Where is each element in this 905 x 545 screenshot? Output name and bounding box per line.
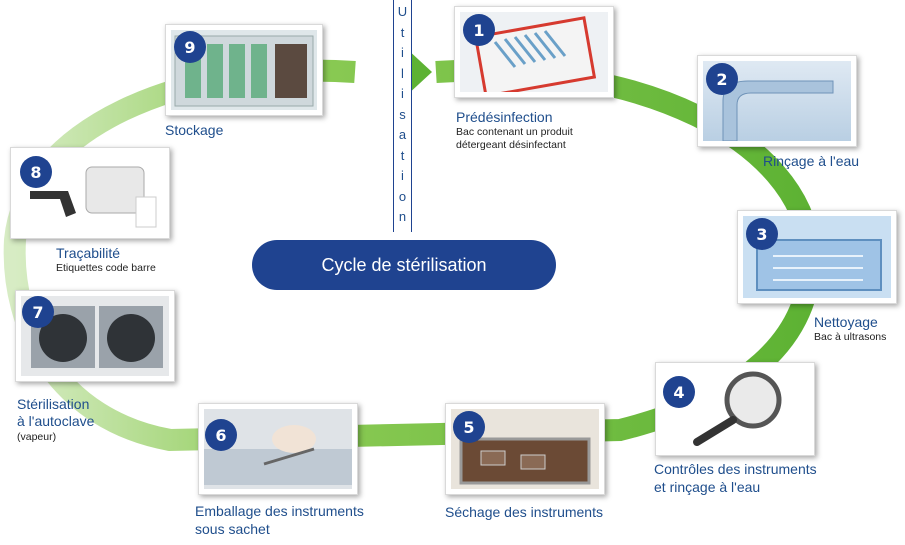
step-5-label: Séchage des instruments xyxy=(445,504,603,520)
step-8-sub: Etiquettes code barre xyxy=(56,262,156,274)
step-3-badge: 3 xyxy=(746,218,778,250)
step-5-photo xyxy=(445,403,605,495)
step-1-label: Prédésinfection xyxy=(456,109,553,125)
step-4-label-2: et rinçage à l'eau xyxy=(654,479,761,495)
step-6-badge: 6 xyxy=(205,419,237,451)
vertical-letter: t xyxy=(400,24,405,40)
step-8-badge: 8 xyxy=(20,156,52,188)
step-7-badge: 7 xyxy=(22,296,54,328)
vertical-letter: U xyxy=(397,4,408,19)
step-4-label: Contrôles des instruments xyxy=(654,461,817,477)
step-5-badge: 5 xyxy=(453,411,485,443)
vertical-letter: t xyxy=(400,147,405,163)
instrument-tray-image xyxy=(473,16,597,92)
step-1-sub-1: Bac contenant un produit xyxy=(456,126,573,138)
vertical-letter: l xyxy=(401,65,404,81)
vertical-letter: a xyxy=(398,127,407,142)
step-3-label: Nettoyage xyxy=(814,314,878,330)
ring-arrow-head xyxy=(406,48,432,96)
cycle-title: Cycle de stérilisation xyxy=(252,240,556,290)
step-6-label: Emballage des instruments xyxy=(195,503,364,519)
vertical-letter: o xyxy=(398,188,407,204)
vertical-letter: i xyxy=(401,86,404,101)
step-7-label: Stérilisation xyxy=(17,396,90,412)
step-1-sub-2: détergeant désinfectant xyxy=(456,139,566,151)
step-1-badge: 1 xyxy=(463,14,495,46)
vertical-letter: i xyxy=(401,45,404,60)
magnifier-image xyxy=(693,371,782,446)
step-8-label: Traçabilité xyxy=(56,245,121,261)
vertical-letter: i xyxy=(401,168,404,183)
barcode-printer-image xyxy=(30,166,157,228)
step-9-badge: 9 xyxy=(174,31,206,63)
step-7-sub: (vapeur) xyxy=(17,431,57,443)
step-2-badge: 2 xyxy=(706,63,738,95)
step-9-label: Stockage xyxy=(165,122,224,138)
packaging-image xyxy=(204,425,352,485)
step-7-photo xyxy=(15,290,175,382)
step-3-sub: Bac à ultrasons xyxy=(814,331,887,343)
ultrasonic-bath-image xyxy=(756,239,882,291)
step-4-badge: 4 xyxy=(663,376,695,408)
step-6-label-2: sous sachet xyxy=(195,521,270,537)
drying-tank-image xyxy=(459,437,591,485)
vertical-letter: n xyxy=(398,209,407,224)
step-2-label: Rinçage à l'eau xyxy=(763,153,860,169)
step-7-label-2: à l'autoclave xyxy=(17,413,95,429)
step-8-photo xyxy=(10,147,170,239)
vertical-letter: s xyxy=(399,106,406,122)
